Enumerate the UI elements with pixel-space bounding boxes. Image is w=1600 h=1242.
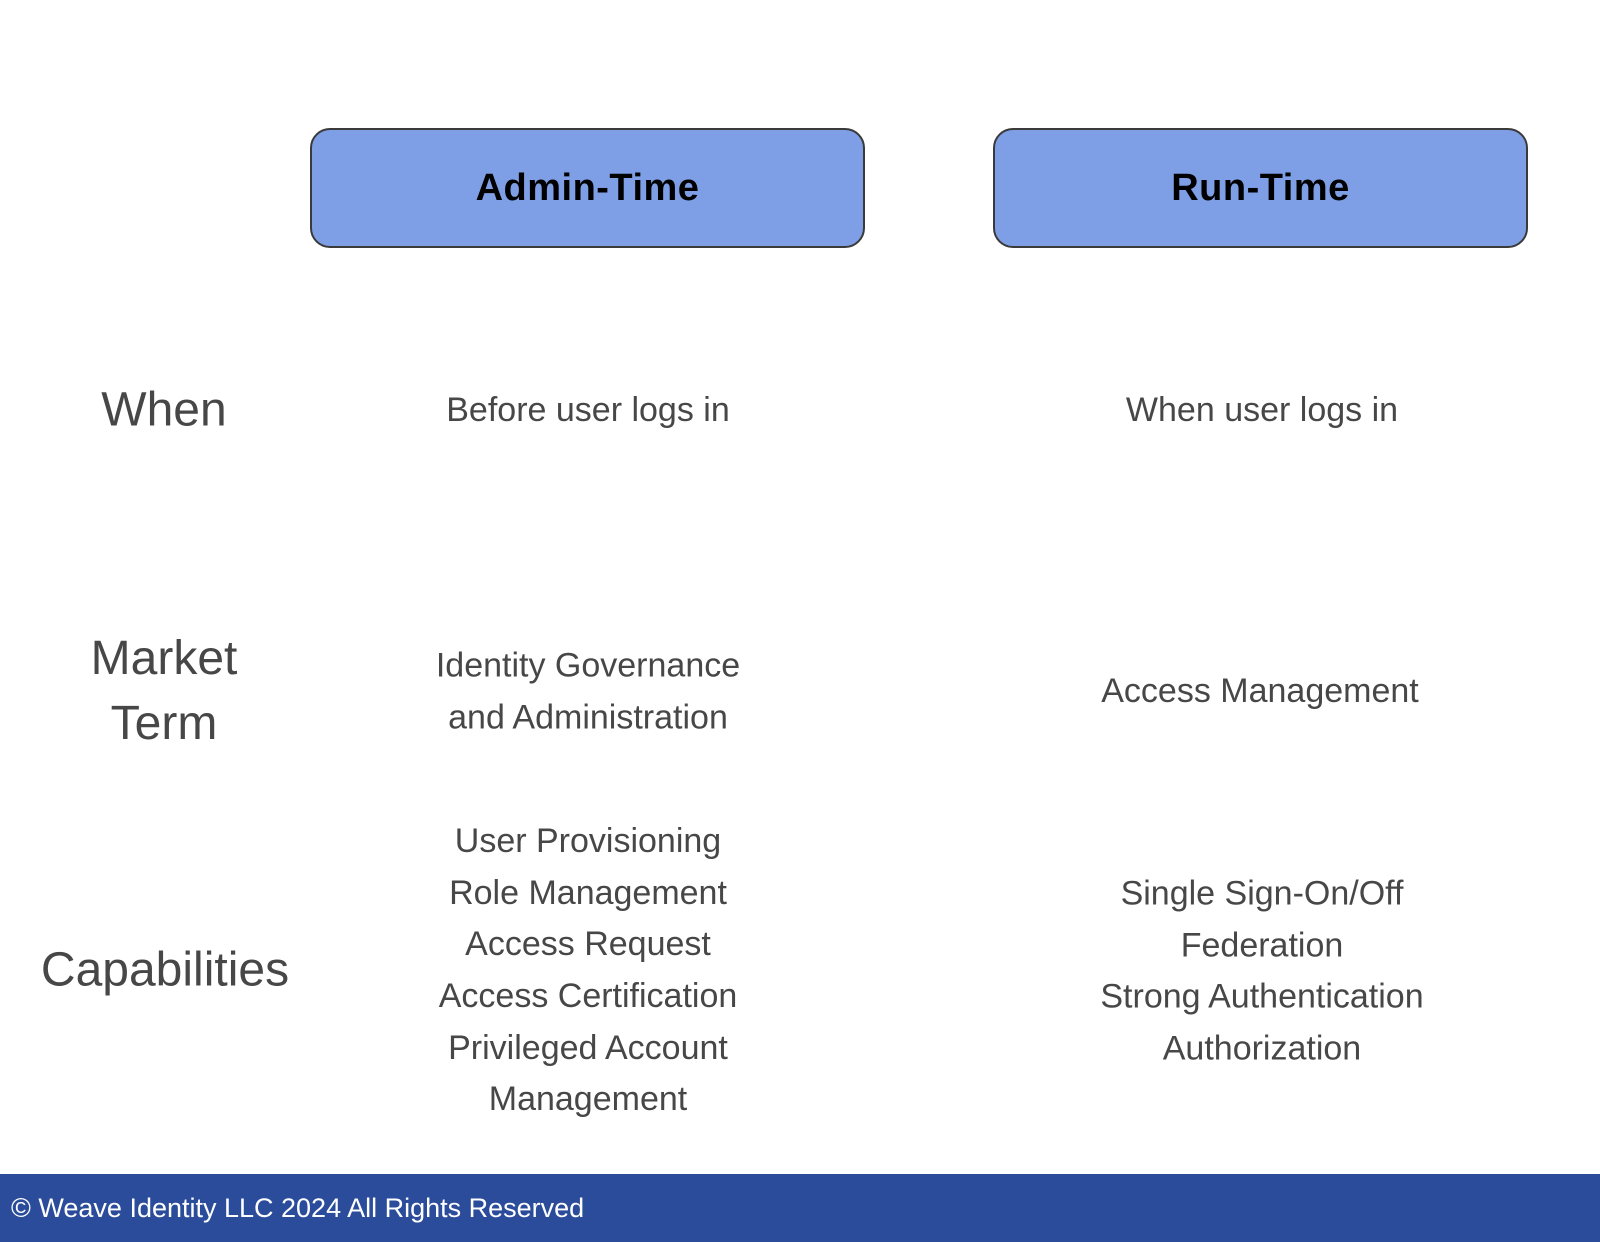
column-header-admin-time-label: Admin-Time (475, 166, 700, 209)
cell-market-term-run-time: Access Management (1101, 672, 1419, 711)
cell-when-admin-time: Before user logs in (446, 391, 730, 430)
cell-market-term-admin-time: Identity Governance and Administration (435, 646, 741, 736)
row-label-market-term: Market Term (90, 632, 238, 750)
row-label-capabilities: Capabilities (40, 943, 290, 997)
cell-when-run-time: When user logs in (1125, 391, 1399, 430)
row-label-when: When (101, 383, 227, 437)
column-header-run-time: Run-Time (993, 128, 1528, 248)
cell-capabilities-run-time: Single Sign-On/Off Federation Strong Aut… (1100, 874, 1424, 1068)
column-header-run-time-label: Run-Time (1171, 166, 1350, 209)
cell-capabilities-admin-time: User Provisioning Role Management Access… (438, 821, 738, 1119)
footer-copyright: © Weave Identity LLC 2024 All Rights Res… (11, 1192, 585, 1223)
footer-bar: © Weave Identity LLC 2024 All Rights Res… (0, 1174, 1600, 1242)
column-header-admin-time: Admin-Time (310, 128, 865, 248)
